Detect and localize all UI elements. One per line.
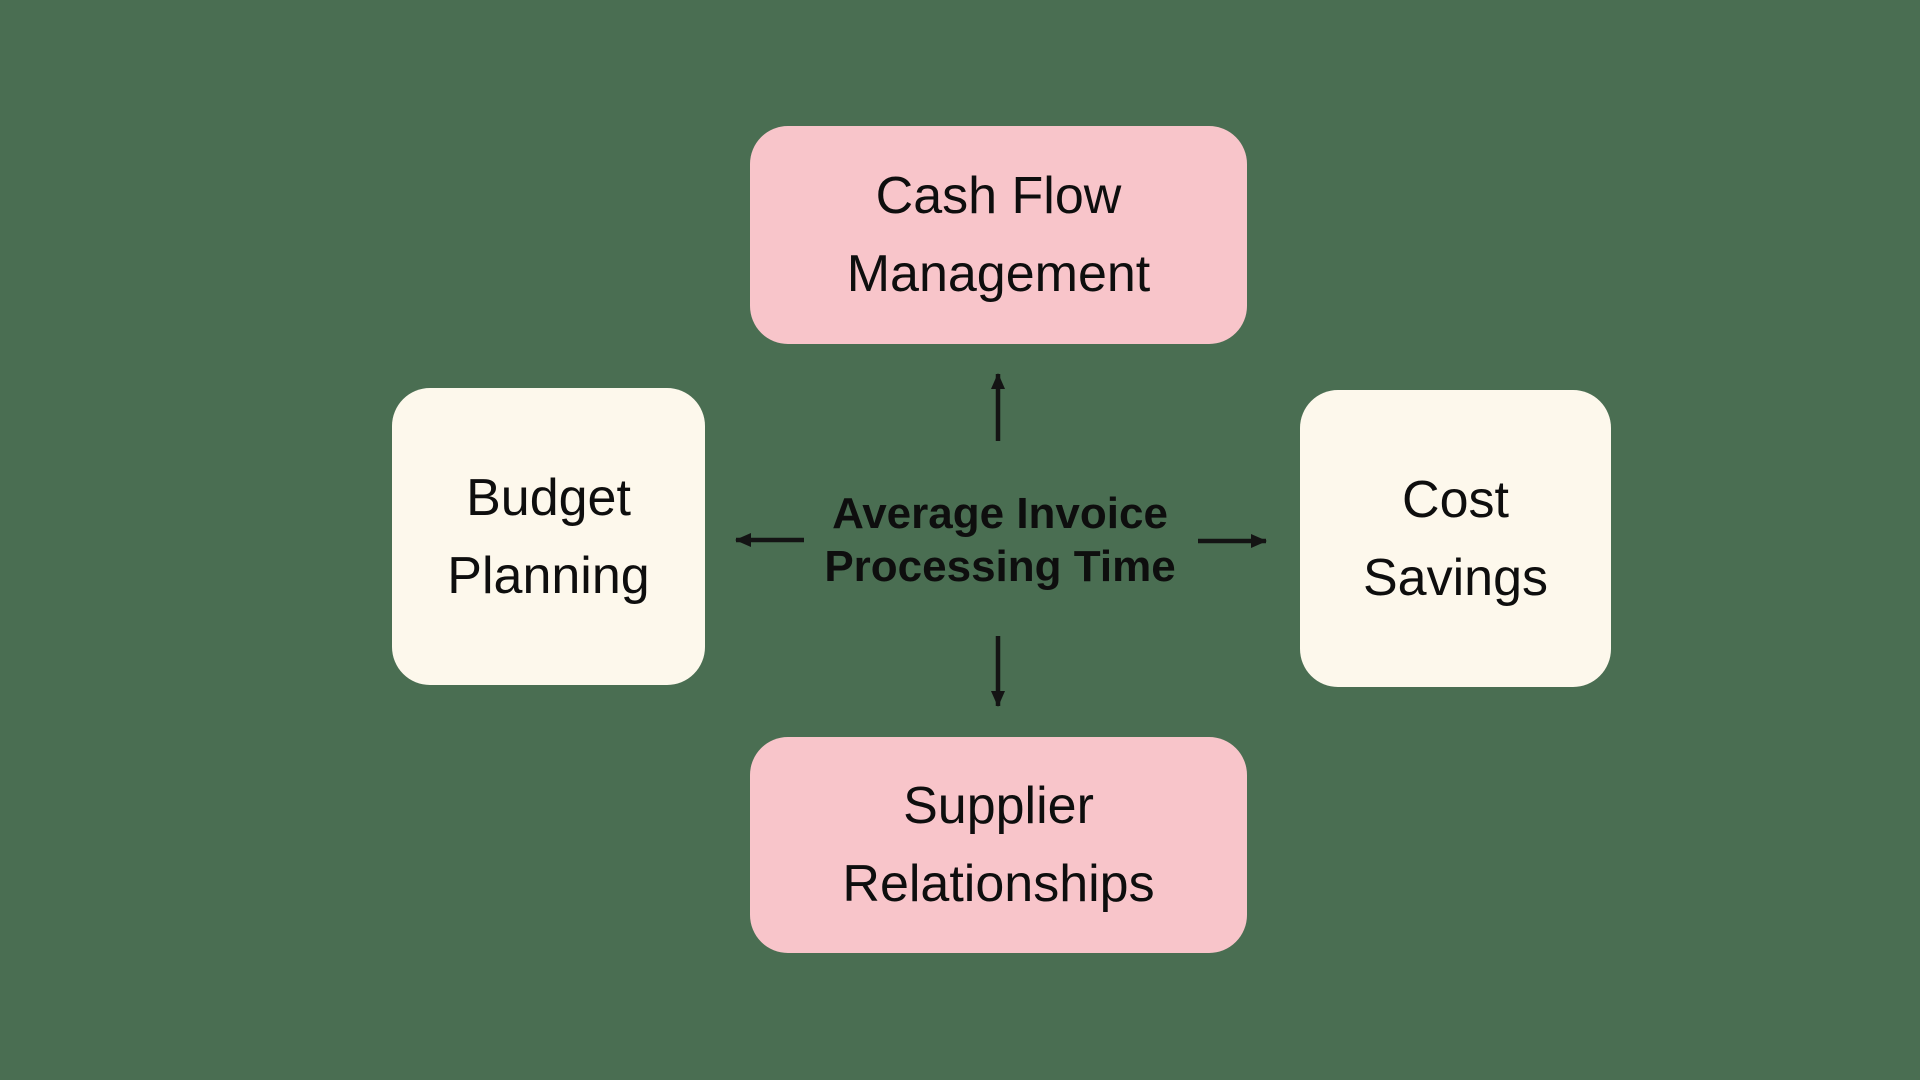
node-label-line: Cost [1402,470,1509,529]
node-label-line: Planning [447,546,650,605]
node-supplier-relationships: Supplier Relationships [750,737,1247,953]
node-label-line: Management [846,245,1151,303]
center-title: Average Invoice Processing Time [820,487,1180,593]
node-label-line: Supplier [903,777,1094,835]
node-label-line: Cash Flow [875,167,1122,225]
center-title-line: Processing Time [824,542,1176,591]
node-label-line: Savings [1363,548,1548,607]
node-label-line: Budget [466,468,631,527]
node-label-line: Relationships [842,855,1155,913]
node-cash-flow-management: Cash Flow Management [750,126,1247,344]
node-budget-planning: Budget Planning [392,388,705,685]
node-cost-savings: Cost Savings [1300,390,1611,687]
center-title-line: Average Invoice [832,489,1168,538]
